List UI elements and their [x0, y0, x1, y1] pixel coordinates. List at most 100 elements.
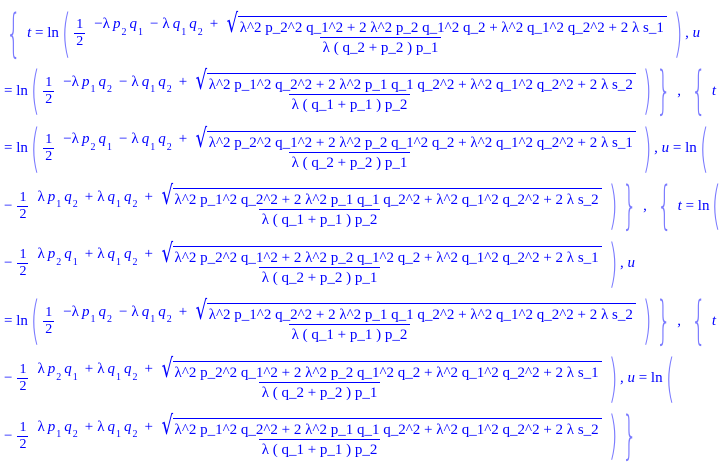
text: , u [685, 25, 701, 42]
operator: − [118, 131, 128, 148]
math-term: λ [131, 74, 138, 91]
subscript: _2 [132, 429, 138, 441]
operator: + [178, 303, 188, 320]
bracket: ) [608, 348, 618, 409]
symbol: λ [37, 418, 45, 435]
script: _1 [73, 243, 78, 267]
symbol: q [141, 73, 150, 90]
operator: + [84, 188, 94, 205]
math-term: −λ [63, 131, 79, 148]
math-term: q_2 [158, 300, 172, 326]
math-term: q_2 [158, 128, 172, 152]
bracket: ( [30, 61, 40, 122]
symbol: p [81, 131, 90, 148]
text: t = ln [712, 313, 720, 330]
math-term: q_1 [142, 300, 156, 325]
superscript [198, 13, 203, 22]
math-term: λ [162, 16, 169, 33]
math-term: q_1 [142, 128, 156, 152]
script: _1 [56, 415, 61, 440]
superscript [150, 128, 155, 137]
denominator: 2 [17, 263, 29, 280]
main-fraction: −λ p_1 q_2 − λ q_1 q_2 +√λ^2 p_1^2 q_2^2… [60, 298, 639, 344]
subscript: _2 [72, 429, 78, 441]
symbol: q [141, 131, 150, 148]
text: − [4, 197, 13, 214]
equation-row: = ln(12−λ p_1 q_2 − λ q_1 q_2 +√λ^2 p_1^… [2, 63, 720, 121]
symbol: q [124, 418, 132, 435]
bracket: { [690, 291, 706, 352]
math-term: q_1 [64, 358, 78, 382]
variable: u [627, 255, 635, 272]
math-term: q_2 [158, 70, 172, 95]
superscript [181, 13, 186, 22]
math-term: λ [97, 246, 104, 263]
symbol: q [124, 361, 132, 378]
bracket: ( [61, 3, 71, 64]
math-term: λ [97, 189, 104, 206]
bracket: ) [608, 406, 618, 467]
superscript [56, 243, 61, 252]
superscript [133, 185, 138, 194]
numerator-terms: λ p_1 q_2 + λ q_1 q_2 + [37, 185, 157, 211]
operator: + [84, 418, 94, 435]
numerator: λ p_2 q_1 + λ q_1 q_2 +√λ^2 p_2^2 q_1^2 … [34, 241, 604, 267]
radicand: λ^2 p_1^2 q_2^2 + 2 λ^2 p_1 q_1 q_2^2 + … [206, 73, 636, 94]
variable: u [692, 25, 701, 42]
script: _2 [121, 13, 126, 37]
subscript: _2 [106, 84, 112, 96]
subscript: _2 [72, 199, 78, 211]
superscript [107, 300, 112, 309]
math-term: q_2 [124, 185, 138, 210]
radicand: λ^2 p_1^2 q_2^2 + 2 λ^2 p_1 q_1 q_2^2 + … [172, 418, 602, 439]
superscript [56, 185, 61, 194]
subscript: _2 [106, 314, 112, 326]
superscript [73, 415, 78, 424]
radical-sign-icon: √ [226, 8, 239, 39]
variable: t [677, 197, 682, 214]
symbol: λ [97, 418, 105, 435]
subscript: _2 [166, 314, 172, 326]
numerator: λ p_2 q_1 + λ q_1 q_2 +√λ^2 p_2^2 q_1^2 … [34, 356, 604, 382]
numerator: −λ p_2 q_1 − λ q_1 q_2 +√λ^2 p_2^2 q_1^2… [60, 126, 639, 152]
superscript [116, 358, 121, 367]
denominator: 2 [17, 435, 29, 452]
symbol: q [98, 131, 106, 148]
symbol: λ [131, 303, 139, 320]
math-term: p_2 [48, 358, 62, 382]
superscript [107, 70, 112, 79]
script: _2 [132, 415, 138, 441]
math-term: λ [37, 246, 44, 263]
subscript: _1 [116, 199, 121, 211]
main-fraction: λ p_1 q_2 + λ q_1 q_2 +√λ^2 p_1^2 q_2^2 … [34, 183, 604, 229]
numerator: 1 [19, 419, 27, 435]
subscript: _2 [197, 26, 203, 38]
script: _1 [150, 70, 155, 95]
bracket: } [656, 61, 672, 122]
math-term: q_1 [108, 243, 122, 267]
superscript [167, 70, 172, 79]
numerator-terms: −λ p_1 q_2 − λ q_1 q_2 + [63, 70, 191, 96]
superscript [133, 415, 138, 424]
script: _1 [181, 13, 186, 37]
math-term: λ [37, 419, 44, 436]
radicand: λ^2 p_2^2 q_1^2 + 2 λ^2 p_2 q_1^2 q_2 + … [237, 15, 667, 37]
numerator: −λ p_1 q_2 − λ q_1 q_2 +√λ^2 p_1^2 q_2^2… [60, 298, 639, 326]
symbol: p [47, 361, 56, 378]
radicand: λ^2 p_2^2 q_1^2 + 2 λ^2 p_2 q_1^2 q_2 + … [172, 245, 602, 267]
script: _1 [90, 300, 95, 325]
numerator-terms: −λ p_1 q_2 − λ q_1 q_2 + [63, 300, 191, 326]
equation-row: = ln(12−λ p_2 q_1 − λ q_1 q_2 +√λ^2 p_2^… [2, 120, 720, 178]
math-term: p_2 [82, 128, 96, 152]
subscript: _1 [137, 26, 143, 38]
subscript: _1 [150, 141, 156, 153]
text: , u = ln [654, 140, 697, 157]
operator: − [149, 16, 159, 33]
subscript: _2 [132, 256, 138, 268]
main-fraction: λ p_2 q_1 + λ q_1 q_2 +√λ^2 p_2^2 q_1^2 … [34, 241, 604, 287]
superscript [167, 128, 172, 137]
